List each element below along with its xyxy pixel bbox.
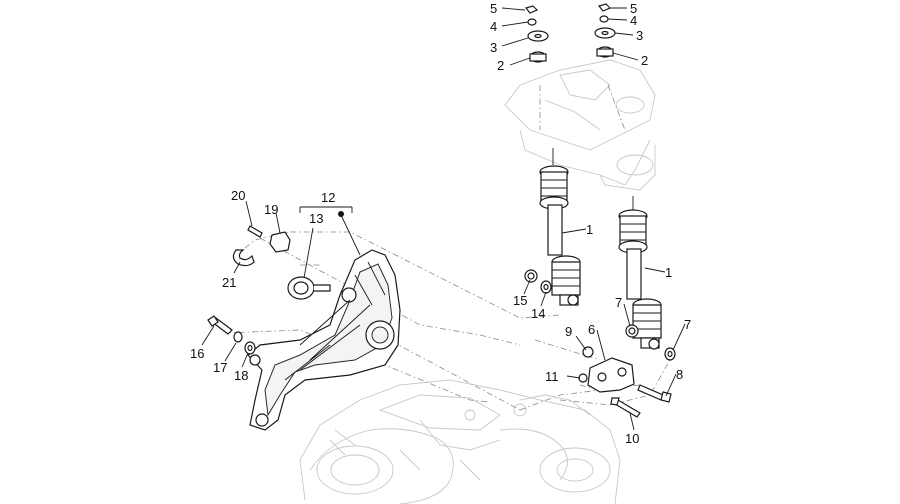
callout-2-left: 2 bbox=[497, 58, 504, 73]
callout-4-left: 4 bbox=[490, 19, 497, 34]
callout-21: 21 bbox=[222, 275, 236, 290]
callout-3-left: 3 bbox=[490, 40, 497, 55]
callout-10: 10 bbox=[625, 431, 639, 446]
callout-20: 20 bbox=[231, 188, 245, 203]
callout-17: 17 bbox=[213, 360, 227, 375]
callout-18: 18 bbox=[234, 368, 248, 383]
callout-9: 9 bbox=[565, 324, 572, 339]
shock-absorber-right bbox=[618, 196, 662, 350]
callout-7-left: 7 bbox=[615, 295, 622, 310]
callout-2-right: 2 bbox=[641, 53, 648, 68]
callout-1-left-shock: 1 bbox=[586, 222, 593, 237]
bearing bbox=[287, 276, 331, 300]
frame-crossmember-ghost bbox=[504, 59, 656, 191]
callout-6: 6 bbox=[588, 322, 595, 337]
callout-19: 19 bbox=[264, 202, 278, 217]
shock-absorber-left bbox=[539, 148, 581, 306]
callout-12: 12 bbox=[321, 190, 335, 205]
callout-13: 13 bbox=[309, 211, 323, 226]
callout-labels: 5 4 3 2 5 4 3 2 1 1 15 14 7 7 9 6 11 8 1… bbox=[190, 1, 691, 446]
shock-top-hardware-right bbox=[594, 3, 616, 58]
callout-8: 8 bbox=[676, 367, 683, 382]
callout-4-right: 4 bbox=[630, 13, 637, 28]
callout-7-right: 7 bbox=[684, 317, 691, 332]
callout-16: 16 bbox=[190, 346, 204, 361]
shock-lower-hardware bbox=[524, 269, 676, 361]
engine-ghost bbox=[299, 379, 621, 504]
callout-3-right: 3 bbox=[636, 28, 643, 43]
shock-top-hardware-left bbox=[524, 5, 549, 63]
callout-leaders bbox=[201, 7, 686, 431]
callout-15: 15 bbox=[513, 293, 527, 308]
engine-bracket bbox=[247, 249, 401, 431]
callout-5-right: 5 bbox=[630, 1, 637, 16]
callout-11: 11 bbox=[545, 369, 559, 384]
callout-1-right-shock: 1 bbox=[665, 265, 672, 280]
assembly-dot-marker bbox=[338, 211, 344, 217]
small-parts-left bbox=[207, 225, 291, 355]
callout-5-left: 5 bbox=[490, 1, 497, 16]
callout-14: 14 bbox=[531, 306, 545, 321]
shock-mount-plate bbox=[578, 346, 672, 418]
